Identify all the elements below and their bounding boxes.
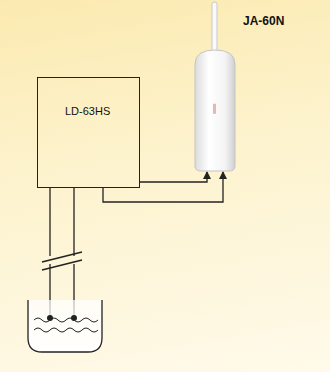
- signal-wire: [140, 172, 207, 182]
- device-label: JA-60N: [243, 14, 284, 28]
- controller-box: LD-63HS: [37, 77, 140, 188]
- water-waves: [34, 318, 98, 332]
- probe-electrode: [47, 315, 53, 321]
- device-body: [193, 48, 237, 172]
- transmitter-device: JA-60N: [193, 48, 237, 172]
- box-label: LD-63HS: [65, 105, 110, 117]
- probe-electrode: [71, 315, 77, 321]
- water-container: [28, 300, 102, 352]
- antenna: [212, 2, 217, 52]
- signal-wire: [103, 172, 223, 202]
- probe-wires: [42, 188, 82, 318]
